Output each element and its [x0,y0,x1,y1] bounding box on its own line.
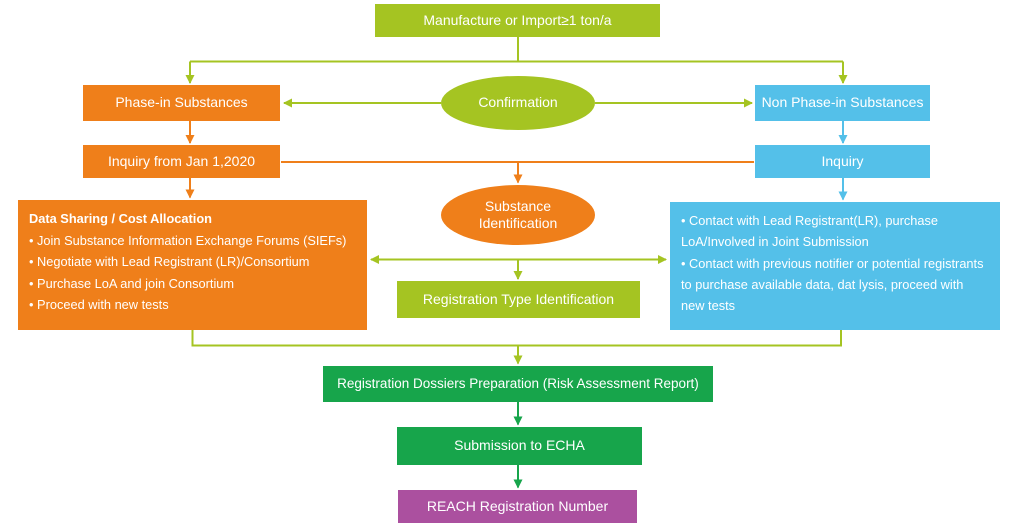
data-sharing-title: Data Sharing / Cost Allocation [29,211,212,226]
bullet-item: • Join Substance Information Exchange Fo… [29,232,347,248]
node-label: Phase-in Substances [115,94,248,111]
node-label: Inquiry from Jan 1,2020 [107,152,256,169]
node-label: Manufacture or Import≥1 ton/a [423,11,612,28]
node-reach-registration-number: REACH Registration Number [398,490,637,523]
node-contact-lead-registrant: • Contact with Lead Registrant(LR), purc… [670,202,1000,330]
bullet-item: • Contact with Lead Registrant(LR), purc… [681,213,938,250]
bullet-item: • Contact with previous notifier or pote… [681,255,984,314]
node-label: Non Phase-in Substances [761,94,924,111]
node-label: Confirmation [478,94,558,111]
node-label: Inquiry [821,152,864,169]
node-manufacture-or-import: Manufacture or Import≥1 ton/a [375,4,660,37]
bullet-item: • Purchase LoA and join Consortium [29,275,235,291]
node-label: Registration Dossiers Preparation (Risk … [337,375,699,391]
node-label: Submission to ECHA [454,437,585,454]
node-label: REACH Registration Number [426,497,609,514]
node-label: Substance Identification [478,197,558,232]
bullet-item: • Negotiate with Lead Registrant (LR)/Co… [29,254,310,269]
node-substance-identification: Substance Identification [441,185,595,245]
node-non-phase-in-substances: Non Phase-in Substances [755,85,930,121]
node-confirmation: Confirmation [441,76,595,130]
node-inquiry: Inquiry [755,145,930,178]
node-phase-in-substances: Phase-in Substances [83,85,280,121]
node-submission-to-echa: Submission to ECHA [397,427,642,465]
node-registration-dossiers-preparation: Registration Dossiers Preparation (Risk … [323,366,713,402]
node-data-sharing-cost-allocation: Data Sharing / Cost Allocation • Join Su… [18,200,367,330]
node-registration-type-identification: Registration Type Identification [397,281,640,318]
bullet-item: • Proceed with new tests [29,297,169,312]
node-inquiry-from-jan-2020: Inquiry from Jan 1,2020 [83,145,280,178]
node-label: Registration Type Identification [422,290,615,307]
